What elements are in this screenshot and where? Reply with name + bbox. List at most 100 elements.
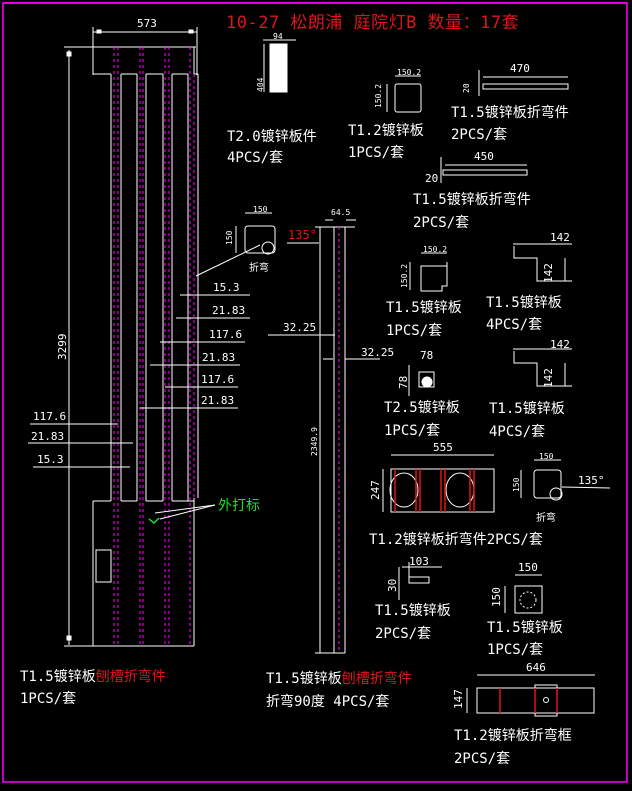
frame-646-drawing [466, 674, 595, 717]
dim-height: 20 [425, 172, 439, 185]
dim-width: 150 [539, 452, 554, 461]
tall-bracket-drawing [268, 219, 380, 654]
mark-leader [154, 504, 216, 520]
panel-555-drawing [382, 454, 495, 513]
part-qty: 1PCS/套 [348, 145, 405, 161]
dim-width: 103 [409, 555, 429, 568]
strip-450-drawing [440, 157, 528, 183]
dim-height: 142 [542, 263, 555, 283]
angle-label: 135° [578, 474, 605, 487]
part-material: T1.5镀锌板 [487, 620, 563, 636]
dim-offset: 21.83 [201, 394, 235, 407]
dim-offset: 117.6 [209, 328, 243, 341]
dim-height-3299: 3299 [56, 333, 69, 361]
mark-symbol-icon [148, 517, 160, 525]
part-material: T1.5镀锌板折弯件 [451, 105, 569, 121]
part-qty: 4PCS/套 [489, 424, 546, 440]
dim-width: 555 [433, 441, 453, 454]
bend-label: 折弯 [536, 513, 556, 524]
tall-bracket-caption: T1.5镀锌板刨槽折弯件 [266, 669, 412, 689]
main-panel-drawing [64, 27, 199, 647]
main-panel-caption: T1.5镀锌板刨槽折弯件 [20, 667, 166, 687]
bend-label: 折弯 [249, 263, 269, 274]
part-material: T1.5镀锌板折弯件 [413, 192, 531, 208]
dim-offset: 32.25 [361, 346, 395, 359]
dim-height: 150 [225, 230, 234, 245]
main-panel-qty: 1PCS/套 [20, 691, 77, 707]
dim-width: 150 [253, 205, 268, 214]
dim-width: 78 [420, 349, 434, 362]
dim-height: 247 [369, 480, 382, 500]
part-material: T1.2镀锌板折弯件2PCS/套 [369, 532, 543, 548]
dim-height: 147 [452, 689, 465, 709]
dim-offset: 32.25 [283, 321, 317, 334]
main-panel-offset-dims [28, 294, 250, 468]
dim-height: 150 [490, 587, 503, 607]
part-qty: 4PCS/套 [227, 150, 284, 166]
main-panel-bend-lines [113, 47, 195, 646]
ring-plate-drawing [504, 574, 543, 614]
angle-103-drawing [398, 562, 442, 600]
dim-width: 646 [526, 661, 546, 674]
dim-offset: 21.83 [212, 304, 246, 317]
dim-offset: 21.83 [202, 351, 236, 364]
dim-width: 142 [550, 231, 570, 244]
part-material: T2.0镀锌板件 [227, 129, 317, 145]
part-qty: 2PCS/套 [451, 127, 508, 143]
material-label: T1.5镀锌板 [266, 671, 342, 687]
dim-offset: 15.3 [213, 281, 240, 294]
part-material: T2.5镀锌板 [384, 400, 460, 416]
dim-height: 404 [256, 77, 265, 92]
dim-height: 30 [386, 578, 399, 592]
dim-length: 470 [510, 62, 530, 75]
dim-width: 150 [518, 561, 538, 574]
part-qty: 4PCS/套 [486, 317, 543, 333]
leader-line [195, 244, 261, 277]
frame-646-bend-lines [499, 688, 558, 713]
part-material: T1.5镀锌板 [375, 603, 451, 619]
part-qty: 2PCS/套 [413, 215, 470, 231]
cross-plate-drawing [409, 252, 448, 292]
plate-94-drawing [263, 39, 296, 93]
drawing-title: 10-27 松朗浦 庭院灯B 数量：17套 [226, 13, 520, 33]
part-qty: 1PCS/套 [384, 423, 441, 439]
tall-bracket-qty: 折弯90度 4PCS/套 [266, 694, 390, 710]
dim-height: 150 [512, 477, 521, 492]
plate-150-2-drawing [386, 75, 422, 113]
dim-height: 142 [542, 368, 555, 388]
dim-height: 78 [397, 375, 410, 389]
part-material: T1.2镀锌板折弯框 [454, 728, 572, 744]
dim-offset: 21.83 [31, 430, 65, 443]
dim-width: 142 [550, 338, 570, 351]
part-material: T1.5镀锌板 [386, 300, 462, 316]
material-label: T1.5镀锌板 [20, 669, 96, 685]
process-label: 刨槽折弯件 [341, 671, 412, 687]
part-qty: 1PCS/套 [386, 323, 443, 339]
part-material: T1.5镀锌板 [489, 401, 565, 417]
dim-width: 94 [273, 32, 283, 41]
bend-detail-drawing [235, 212, 276, 255]
mark-label: 外打标 [218, 498, 260, 514]
dim-length: 450 [474, 150, 494, 163]
dim-width-573: 573 [137, 17, 157, 30]
dim-height: 150.2 [400, 263, 409, 288]
dim-offset: 117.6 [33, 410, 67, 423]
dim-width: 150.2 [423, 245, 448, 254]
dim-width: 150.2 [397, 68, 422, 77]
part-qty: 2PCS/套 [454, 751, 511, 767]
bend-150-b-drawing [520, 459, 611, 501]
dim-width-64-5: 64.5 [331, 208, 351, 217]
angle-label: 135° [288, 228, 317, 242]
part-material: T1.5镀锌板 [486, 295, 562, 311]
part-qty: 2PCS/套 [375, 626, 432, 642]
dim-offset: 15.3 [37, 453, 64, 466]
process-label: 刨槽折弯件 [95, 669, 166, 685]
dim-height: 20 [462, 83, 471, 93]
panel-555-bend-lines [394, 469, 475, 512]
strip-470-drawing [478, 70, 569, 96]
part-material: T1.2镀锌板 [348, 123, 424, 139]
plate-78-drawing [408, 365, 435, 396]
angle-142-drawing [513, 243, 572, 387]
dim-offset: 117.6 [201, 373, 235, 386]
